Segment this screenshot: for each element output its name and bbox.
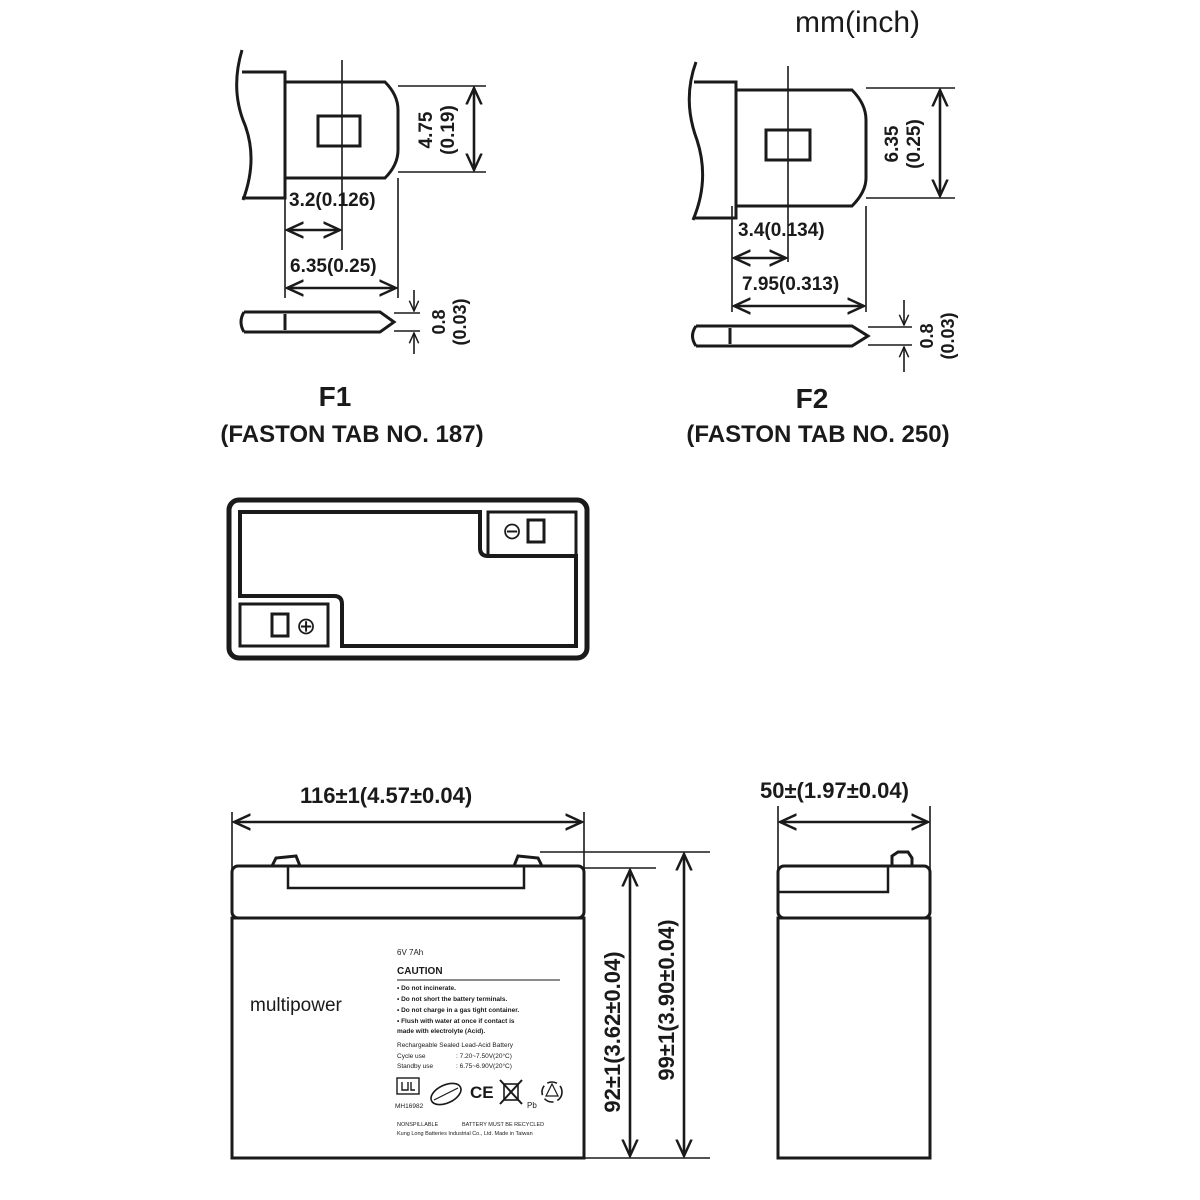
width-dim: 50±(1.97±0.04) — [760, 778, 909, 803]
units-label: mm(inch) — [795, 6, 920, 39]
height-dim: 92±1(3.62±0.04) — [600, 951, 625, 1112]
f2-height-dim: 6.35 — [882, 125, 903, 162]
f2-subtitle: (FASTON TAB NO. 250) — [686, 421, 949, 448]
ce-mark: CE — [470, 1083, 494, 1102]
f1-width-dim: 6.35(0.25) — [290, 256, 377, 277]
nonspillable-text: NONSPILLABLE — [397, 1122, 439, 1128]
caution-line-5: made with electrolyte (Acid). — [397, 1028, 485, 1035]
battery-front-view: 116±1(4.57±0.04) multipower 6V 7Ah CAUTI… — [230, 783, 710, 1160]
positive-terminal-box — [238, 602, 330, 648]
f1-tab-edge — [239, 310, 397, 334]
f1-tab-outline — [235, 49, 400, 201]
battery-top-view: ⊖ ⊕ — [226, 497, 590, 661]
manufacturer-text: Kung Long Batteries Industrial Co., Ltd.… — [397, 1131, 533, 1137]
f2-height-dim-inch: (0.25) — [904, 119, 925, 169]
caution-line-4: • Flush with water at once if contact is — [397, 1018, 515, 1025]
ul-mark-icon — [396, 1077, 420, 1095]
standby-use-value: : 6.75~6.90V(20°C) — [456, 1062, 512, 1070]
length-dim: 116±1(4.57±0.04) — [300, 783, 472, 808]
f1-subtitle: (FASTON TAB NO. 187) — [220, 421, 483, 448]
positive-terminal-symbol: ⊕ — [296, 613, 316, 640]
f1-tab-hole — [316, 114, 362, 148]
standby-use-label: Standby use — [397, 1063, 434, 1070]
total-height-dim: 99±1(3.90±0.04) — [654, 919, 679, 1080]
f1-hole-dim: 3.2(0.126) — [289, 190, 376, 211]
f1-height-dim: 4.75 — [416, 111, 437, 148]
recycle-icon — [541, 1081, 563, 1103]
f2-tab-edge — [691, 324, 871, 348]
f1-terminal-drawing: 4.75 (0.19) 3.2(0.126) 6.35(0.25) 0.8 (0… — [220, 49, 486, 448]
cycle-use-value: : 7.20~7.50V(20°C) — [456, 1052, 512, 1060]
negative-terminal-symbol: ⊖ — [502, 518, 522, 545]
f2-width-dim: 7.95(0.313) — [742, 274, 839, 295]
negative-terminal-box — [486, 510, 578, 558]
f2-thickness-dim-inch: (0.03) — [938, 312, 958, 359]
recycle-note: BATTERY MUST BE RECYCLED — [462, 1122, 544, 1128]
f1-thickness-dim-inch: (0.03) — [450, 298, 470, 345]
f2-hole-dim: 3.4(0.134) — [738, 220, 825, 241]
f1-thickness-dim: 0.8 — [429, 309, 449, 334]
caution-label: 6V 7Ah CAUTION • Do not incinerate. • Do… — [395, 948, 563, 1137]
pb-mark: Pb — [527, 1101, 537, 1110]
caution-line-2: • Do not short the battery terminals. — [397, 996, 507, 1003]
battery-body — [230, 916, 586, 1160]
f1-height-dim-inch: (0.19) — [438, 105, 459, 155]
battery-type-text: Rechargeable Sealed Lead-Acid Battery — [397, 1042, 514, 1049]
f1-title: F1 — [319, 381, 352, 412]
battery-side-view: 50±(1.97±0.04) — [760, 778, 932, 1160]
cycle-use-label: Cycle use — [397, 1053, 426, 1060]
no-spill-seal-icon — [430, 1082, 462, 1106]
f2-title: F2 — [796, 383, 829, 414]
ul-code: MH16982 — [395, 1103, 424, 1110]
caution-line-1: • Do not incinerate. — [397, 985, 456, 992]
f2-tab-outline — [687, 61, 868, 221]
crossed-bin-icon — [499, 1079, 523, 1105]
f2-thickness-dim: 0.8 — [917, 323, 937, 348]
side-body — [776, 916, 932, 1160]
f2-terminal-drawing: 6.35 (0.25) 3.4(0.134) 7.95(0.313) 0.8 (… — [686, 61, 958, 448]
caution-title: CAUTION — [397, 966, 443, 977]
rating-text: 6V 7Ah — [397, 948, 423, 957]
caution-line-3: • Do not charge in a gas tight container… — [397, 1007, 519, 1014]
brand-label: multipower — [250, 995, 343, 1016]
